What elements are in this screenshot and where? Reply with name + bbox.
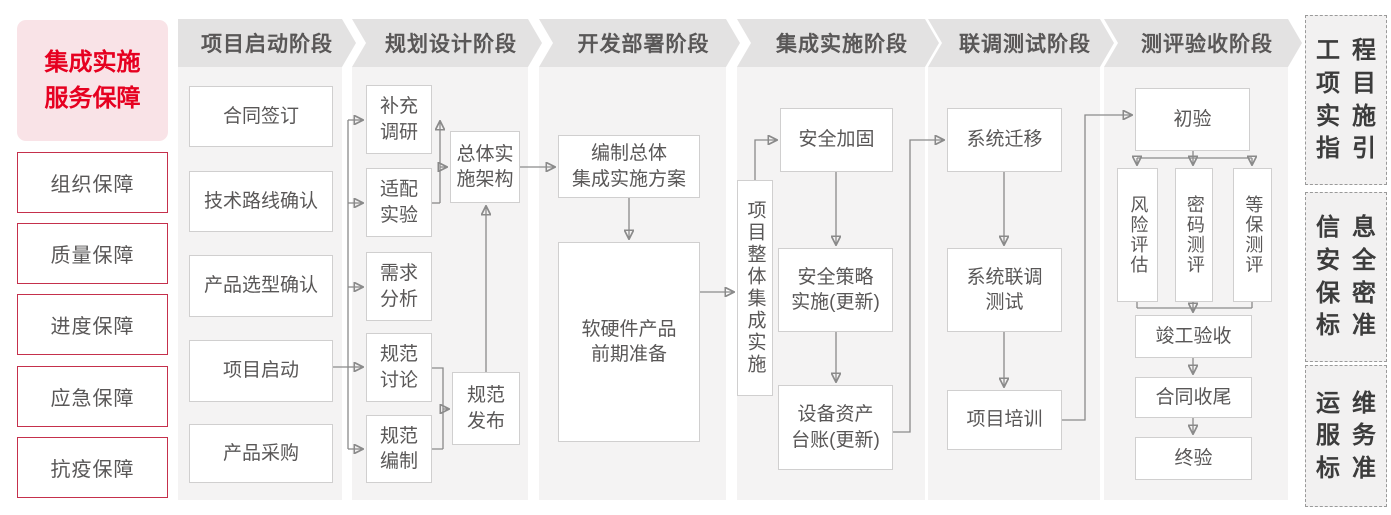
node-initial-acceptance: 初验 (1135, 88, 1250, 151)
phase-banner-evaluation-acceptance: 测评验收阶段 (1104, 19, 1302, 67)
node-spec-drafting: 规范 编制 (366, 415, 432, 483)
node-final-acceptance: 终验 (1135, 437, 1252, 480)
sidebar-item-quality-guarantee: 质量保障 (17, 223, 168, 284)
node-adaptation-test: 适配 实验 (366, 168, 432, 237)
node-overall-architecture: 总体实 施架构 (450, 131, 520, 203)
sidebar-item-organization-guarantee: 组织保障 (17, 152, 168, 213)
node-spec-release: 规范 发布 (452, 372, 520, 445)
standard-word-row: 标准 (1316, 454, 1388, 482)
sidebar-item-epidemic-guarantee: 抗疫保障 (17, 437, 168, 498)
node-project-training: 项目培训 (947, 390, 1062, 450)
node-procurement: 产品采购 (189, 424, 333, 483)
node-overall-plan: 编制总体 集成实施方案 (558, 135, 700, 198)
phase-banner-project-kickoff: 项目启动阶段 (178, 19, 356, 67)
node-product-preparation: 软硬件产品 前期准备 (558, 242, 700, 442)
phase-banner-label: 规划设计阶段 (385, 33, 517, 56)
node-project-kickoff: 项目启动 (189, 340, 333, 402)
node-system-migration: 系统迁移 (947, 108, 1062, 172)
sidebar-item-schedule-guarantee: 进度保障 (17, 294, 168, 355)
standard-box-ops-service: 运维 服务 标准 (1305, 365, 1387, 507)
phase-banner-planning-design: 规划设计阶段 (352, 19, 542, 67)
node-tech-route-confirm: 技术路线确认 (189, 171, 333, 232)
standard-word-row: 项目 (1316, 69, 1388, 97)
node-overall-integration: 项目整体集成实施 (737, 180, 773, 396)
node-risk-assessment: 风险评估 (1117, 168, 1158, 302)
node-security-hardening: 安全加固 (780, 108, 893, 172)
standard-word-row: 安全 (1316, 246, 1388, 274)
sidebar-title: 集成实施 服务保障 (17, 20, 168, 141)
standard-box-project-implementation-guide: 工程 项目 实施 指引 (1305, 15, 1387, 185)
node-supplement-survey: 补充 调研 (366, 85, 432, 154)
node-classified-protection-evaluation: 等保测评 (1233, 168, 1272, 302)
standard-word-row: 信息 (1316, 214, 1388, 242)
node-joint-testing: 系统联调 测试 (947, 248, 1062, 332)
node-product-selection-confirm: 产品选型确认 (189, 255, 333, 317)
node-asset-ledger: 设备资产 台账(更新) (778, 385, 893, 470)
node-crypto-evaluation: 密码测评 (1175, 168, 1213, 302)
standard-word-row: 工程 (1316, 37, 1388, 65)
sidebar-item-emergency-guarantee: 应急保障 (17, 366, 168, 427)
standard-word-row: 实施 (1316, 102, 1388, 130)
phase-banner-label: 测评验收阶段 (1141, 33, 1273, 56)
standard-word-row: 运维 (1316, 389, 1388, 417)
node-spec-discussion: 规范 讨论 (366, 333, 432, 402)
phase-banner-joint-testing: 联调测试阶段 (928, 19, 1114, 67)
standard-word-row: 指引 (1316, 135, 1388, 163)
node-contract-sign: 合同签订 (189, 86, 333, 147)
node-security-policy: 安全策略 实施(更新) (778, 248, 893, 332)
standard-box-infosec-confidentiality: 信息 安全 保密 标准 (1305, 192, 1387, 362)
phase-banner-label: 开发部署阶段 (577, 33, 710, 56)
phase-banner-label: 集成实施阶段 (776, 33, 908, 56)
phase-banner-develop-deploy: 开发部署阶段 (539, 19, 740, 67)
standard-word-row: 标准 (1316, 312, 1388, 340)
phase-banner-label: 联调测试阶段 (959, 33, 1091, 56)
phase-banner-integration-impl: 集成实施阶段 (737, 19, 939, 67)
standard-word-row: 保密 (1316, 279, 1388, 307)
node-requirement-analysis: 需求 分析 (366, 252, 432, 321)
standard-word-row: 服务 (1316, 422, 1388, 450)
node-contract-closure: 合同收尾 (1135, 377, 1252, 418)
node-completion-acceptance: 竣工验收 (1135, 315, 1252, 358)
phase-banner-label: 项目启动阶段 (201, 33, 333, 56)
